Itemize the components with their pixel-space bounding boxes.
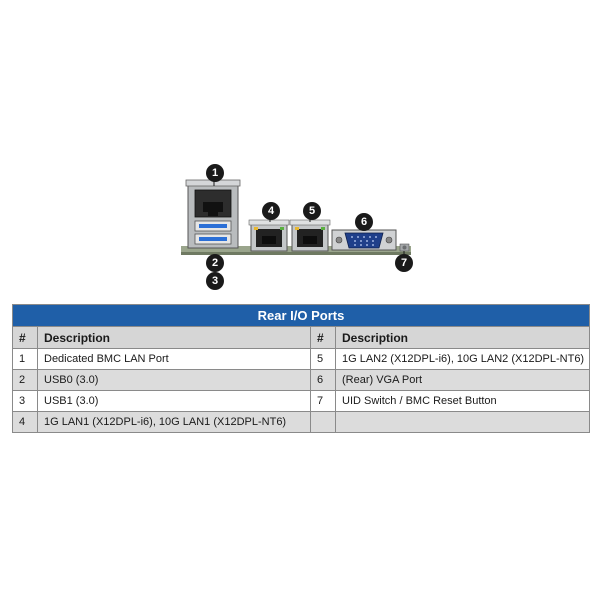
callout-7: 7 xyxy=(395,254,413,272)
vga-port[interactable] xyxy=(331,229,397,251)
callout-1: 1 xyxy=(206,164,224,182)
header-description-right: Description xyxy=(334,326,591,349)
lan1-port[interactable] xyxy=(248,219,290,252)
rear-io-panel-illustration xyxy=(181,179,411,256)
table-title-row: Rear I/O Ports xyxy=(11,304,591,327)
table-header-row: # Description # Description xyxy=(12,326,591,349)
row-number: 1 xyxy=(12,348,38,370)
rear-io-ports-table: Rear I/O Ports # Description # Descripti… xyxy=(11,304,591,433)
row-description: (Rear) VGA Port xyxy=(334,369,591,391)
rear-io-figure: 1 2 3 4 5 6 7 xyxy=(181,164,413,290)
callout-4: 4 xyxy=(262,202,280,220)
header-number-left: # xyxy=(12,326,38,349)
row-description xyxy=(334,411,591,433)
row-description: USB0 (3.0) xyxy=(37,369,311,391)
row-description: 1G LAN2 (X12DPL-i6), 10G LAN2 (X12DPL-NT… xyxy=(334,348,591,370)
header-number-right: # xyxy=(310,326,336,349)
row-number: 4 xyxy=(12,411,38,433)
callout-5: 5 xyxy=(303,202,321,220)
callout-6: 6 xyxy=(355,213,373,231)
row-number: 6 xyxy=(310,369,336,391)
lan2-port[interactable] xyxy=(289,219,331,252)
row-description: USB1 (3.0) xyxy=(37,390,311,412)
table-row: 4 1G LAN1 (X12DPL-i6), 10G LAN1 (X12DPL-… xyxy=(12,411,591,433)
row-number: 2 xyxy=(12,369,38,391)
callout-2: 2 xyxy=(206,254,224,272)
uid-bmc-reset-button[interactable] xyxy=(399,243,410,252)
row-description: UID Switch / BMC Reset Button xyxy=(334,390,591,412)
table-row: 2 USB0 (3.0) 6 (Rear) VGA Port xyxy=(12,369,591,391)
header-description-left: Description xyxy=(37,326,311,349)
row-description: Dedicated BMC LAN Port xyxy=(37,348,311,370)
row-description: 1G LAN1 (X12DPL-i6), 10G LAN1 (X12DPL-NT… xyxy=(37,411,311,433)
bmc-lan-usb-stack xyxy=(185,179,241,249)
row-number: 7 xyxy=(310,390,336,412)
callout-3: 3 xyxy=(206,272,224,290)
table-row: 1 Dedicated BMC LAN Port 5 1G LAN2 (X12D… xyxy=(12,348,591,370)
row-number: 5 xyxy=(310,348,336,370)
table-row: 3 USB1 (3.0) 7 UID Switch / BMC Reset Bu… xyxy=(12,390,591,412)
row-number: 3 xyxy=(12,390,38,412)
row-number xyxy=(310,411,336,433)
table-title: Rear I/O Ports xyxy=(11,304,591,327)
